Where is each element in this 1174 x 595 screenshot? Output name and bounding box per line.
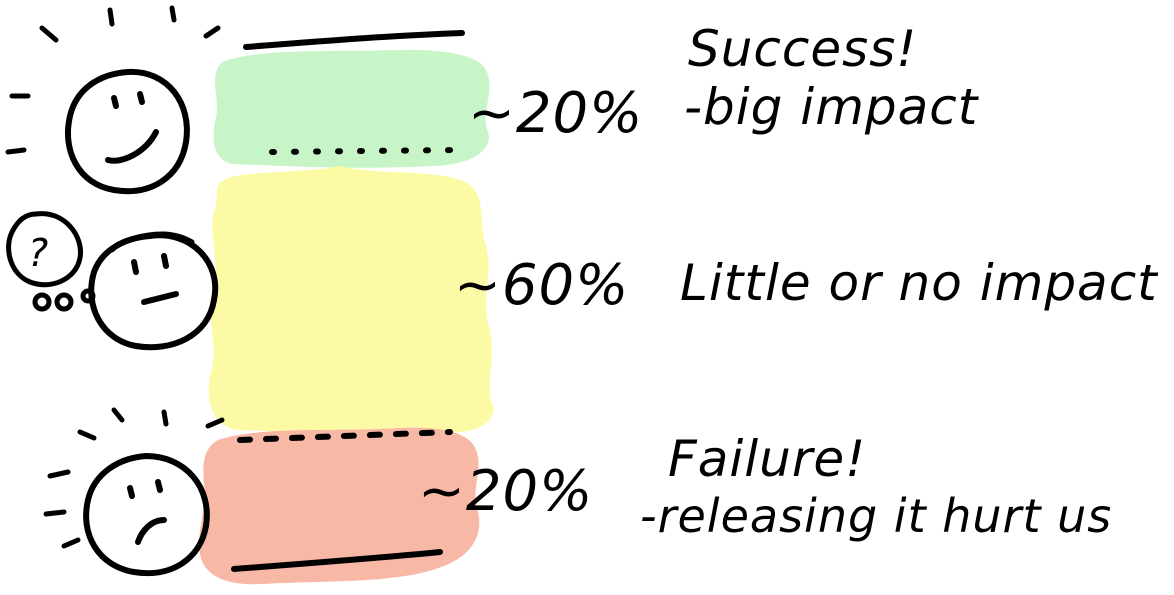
success-percent: ~20% [468,81,643,146]
success-subtitle: -big impact [684,78,980,136]
success-neutral-divider [269,147,459,155]
success-title: Success! [688,20,917,78]
top-boundary-line [243,30,465,50]
failure-percent: ~20% [418,459,593,524]
thought-bubble-glyph: ? [28,231,49,275]
neutral-face-icon [88,231,219,351]
thought-bubble-icon: ? [6,211,96,312]
failure-title: Failure! [668,430,866,488]
failure-band [199,427,480,585]
failure-subtitle: -releasing it hurt us [640,489,1112,543]
success-band [213,49,490,168]
neutral-band [208,166,494,434]
neutral-percent: ~60% [454,253,629,318]
neutral-failure-divider [237,429,453,443]
sad-face-icon [43,407,225,577]
happy-face-icon [5,5,221,195]
bottom-boundary-line [231,549,443,572]
neutral-title: Little or no impact [680,254,1159,312]
